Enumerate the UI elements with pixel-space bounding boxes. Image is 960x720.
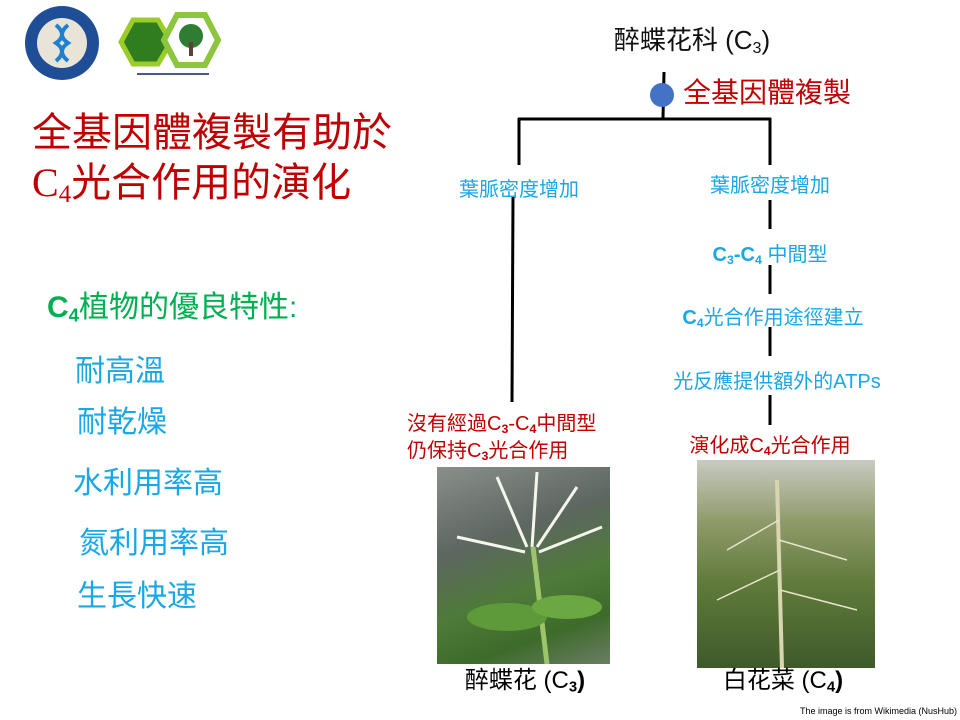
l1s1: 3 [501, 422, 509, 437]
left-branch [510, 195, 515, 403]
title-sub: 4 [58, 181, 72, 209]
cleome-gynandra-caption: 白花菜 (C4) [722, 667, 844, 696]
s3b: 光合作用途徑建立 [703, 307, 864, 329]
l1s2: 4 [529, 422, 537, 437]
right-step-c4-pathway: C4光合作用途徑建立 [682, 301, 863, 330]
os: 4 [763, 444, 771, 459]
right-step-intermediate: C3-C4 中間型 [713, 238, 828, 267]
cleome-caption: 醉蝶花 (C3) [464, 667, 586, 696]
left-outcome-line2: 仍保持C3光合作用 [407, 438, 596, 465]
academia-sinica-logo [24, 5, 100, 81]
trait-item: 水利用率高 [73, 467, 223, 500]
root-b: ) [761, 25, 771, 55]
rca: 白花菜 (C [722, 667, 827, 694]
cleome-gynandra-photo [697, 460, 875, 669]
oa: 演化成C [689, 435, 764, 457]
heading-suffix: 植物的優良特性: [79, 291, 298, 324]
title-c: C [32, 160, 59, 205]
l1b: -C [508, 413, 530, 435]
right-step-vein-density: 葉脈密度增加 [710, 175, 830, 197]
cleome-photo [437, 467, 610, 665]
rcs: 4 [826, 679, 836, 696]
trait-item: 氮利用率高 [79, 527, 229, 560]
duplication-event-label: 全基因體複製 [683, 77, 852, 108]
rcb: ) [835, 667, 844, 694]
s2s1: 3 [726, 253, 734, 268]
tree-root-label: 醉蝶花科 (C3) [614, 20, 770, 57]
s3a: C [682, 307, 697, 329]
s2a: C [712, 244, 727, 266]
heading-sub: 4 [68, 304, 80, 326]
s3s: 4 [696, 316, 704, 331]
l2b: 光合作用 [488, 440, 569, 462]
left-outcome-line1: 沒有經過C3-C4中間型 [407, 411, 596, 438]
l2a: 仍保持C [407, 440, 482, 462]
trait-item: 耐高溫 [75, 355, 165, 388]
right-outcome: 演化成C4光合作用 [689, 429, 850, 458]
right-step-atps: 光反應提供額外的ATPs [673, 371, 881, 393]
root-sub: 3 [752, 39, 762, 58]
s2s2: 4 [755, 253, 762, 268]
duplication-node-icon [650, 83, 674, 107]
brcas-logo [117, 10, 225, 84]
lca: 醉蝶花 (C [464, 667, 569, 694]
traits-heading: C4植物的優良特性: [47, 282, 297, 326]
left-outcome: 沒有經過C3-C4中間型 仍保持C3光合作用 [407, 411, 596, 465]
trait-item: 耐乾燥 [77, 406, 167, 439]
l2s: 3 [481, 449, 489, 464]
title-line-1: 全基因體複製有助於 [32, 110, 392, 155]
title-suffix: 光合作用的演化 [71, 160, 352, 205]
lcb: ) [577, 667, 586, 694]
lcs: 3 [568, 679, 578, 696]
l1c: 中間型 [536, 413, 597, 435]
s2c: 中間型 [761, 244, 828, 266]
root-a: 醉蝶花科 (C [613, 25, 753, 55]
ob: 光合作用 [770, 435, 851, 457]
slide-title: 全基因體複製有助於 C4光合作用的演化 [32, 108, 392, 208]
title-line-2: C4光合作用的演化 [32, 158, 392, 208]
image-credit: The image is from Wikimedia (NusHub) [799, 706, 957, 716]
s2b: -C [733, 244, 755, 266]
trait-item: 生長快速 [77, 580, 197, 613]
l1a: 沒有經過C [407, 413, 502, 435]
heading-c: C [47, 291, 69, 324]
left-step-vein-density: 葉脈密度增加 [459, 179, 579, 201]
